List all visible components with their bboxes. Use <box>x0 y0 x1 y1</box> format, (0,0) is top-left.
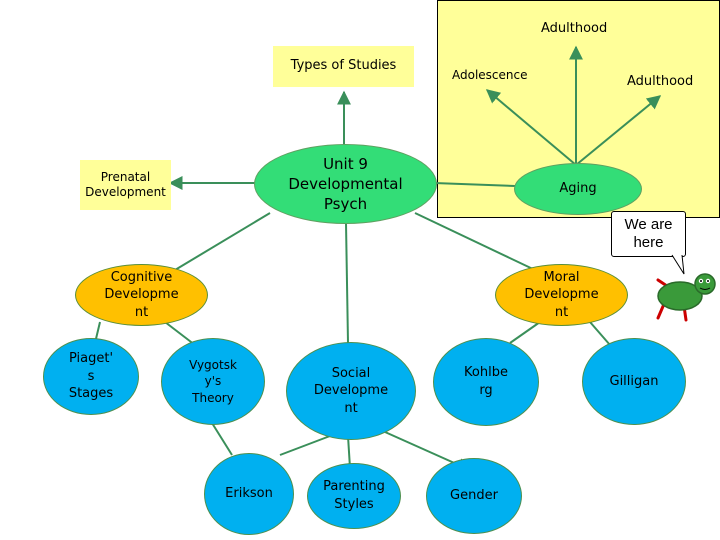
social-development-node[interactable]: Social Developme nt <box>286 342 416 440</box>
link-social-parenting <box>347 435 351 469</box>
aging-node[interactable]: Aging <box>514 163 642 215</box>
link-vygotsky-erikson <box>211 422 233 456</box>
center-node-unit-9[interactable]: Unit 9 Developmental Psych <box>254 144 437 224</box>
prenatal-development-box: Prenatal Development <box>80 160 171 210</box>
link-moral-gilligan <box>589 321 611 346</box>
link-center-social <box>345 222 349 344</box>
erikson-node[interactable]: Erikson <box>204 453 294 535</box>
link-social-erikson <box>279 435 331 456</box>
gender-node[interactable]: Gender <box>426 458 522 534</box>
link-center-aging <box>433 182 516 187</box>
we-are-here-callout: We are here <box>611 211 686 257</box>
piaget-stages-node[interactable]: Piaget' s Stages <box>43 338 139 415</box>
kohlberg-node[interactable]: Kohlbe rg <box>433 338 539 426</box>
vygotsky-theory-node[interactable]: Vygotsk y's Theory <box>161 338 265 425</box>
callout-pointer <box>671 254 685 275</box>
cognitive-development-node[interactable]: Cognitive Developme nt <box>75 264 208 326</box>
moral-development-node[interactable]: Moral Developme nt <box>495 264 628 326</box>
adulthood-label: Adulthood <box>627 74 694 89</box>
parenting-styles-node[interactable]: Parenting Styles <box>307 463 401 529</box>
turtle-mascot-icon <box>656 273 716 322</box>
adolescence-label: Adolescence <box>452 68 528 82</box>
link-moral-kohlberg <box>509 321 541 344</box>
gilligan-node[interactable]: Gilligan <box>582 338 686 425</box>
types-of-studies-box: Types of Studies <box>273 46 414 87</box>
link-aging-adulthood <box>575 95 662 166</box>
link-aging-adolescence <box>485 89 577 166</box>
link-center-moral <box>414 212 536 271</box>
top-adulthood-label: Adulthood <box>541 21 608 36</box>
link-center-cognitive <box>174 212 271 271</box>
